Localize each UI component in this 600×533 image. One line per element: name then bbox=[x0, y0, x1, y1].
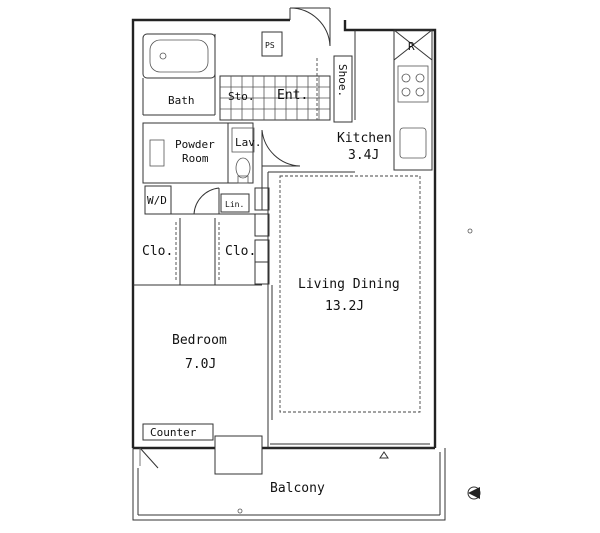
balcony-doors bbox=[139, 435, 430, 475]
label-storage: Sto. bbox=[228, 90, 255, 103]
label-washer-dryer: W/D bbox=[147, 194, 167, 207]
label-entrance: Ent. bbox=[277, 88, 308, 103]
label-kitchen-size: 3.4J bbox=[348, 148, 379, 163]
outer-walls bbox=[131, 18, 437, 450]
lavatory-door bbox=[261, 129, 301, 210]
north-marker-icon bbox=[467, 486, 481, 500]
entry-tile-grid bbox=[219, 75, 331, 121]
shoe-closet bbox=[316, 55, 353, 123]
label-closet-left: Clo. bbox=[142, 244, 173, 259]
laundry-linen bbox=[144, 185, 262, 215]
label-lavatory: Lav. bbox=[235, 136, 262, 149]
label-ps: PS bbox=[265, 41, 275, 50]
entrance-door bbox=[289, 7, 331, 47]
ps-box bbox=[261, 31, 283, 57]
closets bbox=[133, 187, 270, 286]
label-kitchen: Kitchen bbox=[337, 131, 392, 146]
label-bath: Bath bbox=[168, 94, 195, 107]
living-dining-area bbox=[267, 171, 421, 448]
misc-marks bbox=[467, 228, 473, 234]
kitchen-fixtures bbox=[354, 29, 433, 171]
label-powder-room-line2: Room bbox=[182, 152, 209, 165]
label-closet-right: Clo. bbox=[225, 244, 256, 259]
label-powder-room-line1: Powder bbox=[175, 138, 215, 151]
label-bedroom: Bedroom bbox=[172, 333, 227, 348]
bath-area bbox=[142, 33, 216, 116]
label-balcony: Balcony bbox=[270, 481, 325, 496]
label-linen: Lin. bbox=[225, 200, 244, 209]
counter bbox=[142, 423, 214, 441]
label-shoe: Shoe. bbox=[336, 64, 349, 97]
powder-room bbox=[142, 122, 255, 184]
label-bedroom-size: 7.0J bbox=[185, 357, 216, 372]
label-living-dining-size: 13.2J bbox=[325, 299, 364, 314]
label-counter: Counter bbox=[150, 426, 197, 439]
label-living-dining: Living Dining bbox=[298, 277, 400, 292]
balcony-outline bbox=[132, 448, 446, 521]
label-refrigerator: R bbox=[408, 40, 415, 53]
